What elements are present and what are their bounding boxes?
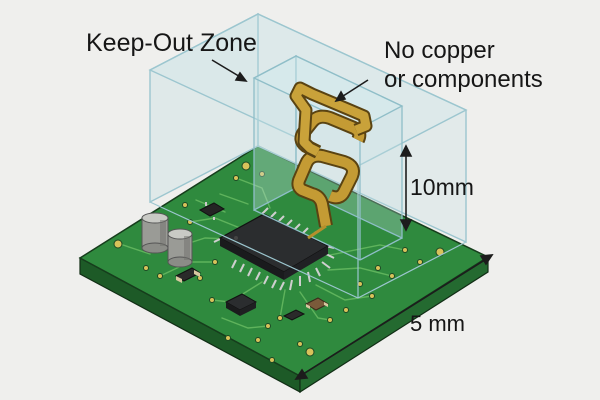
- width-dimension: [294, 254, 494, 380]
- no-copper-label-line1: No copper: [384, 37, 495, 64]
- via: [343, 307, 349, 313]
- height-dimension: [399, 144, 413, 232]
- smd-resistor-icon: [282, 309, 306, 321]
- keepout-arrow: [211, 59, 243, 79]
- height-dimension-label: 10mm: [410, 174, 474, 200]
- via: [212, 259, 218, 265]
- width-dimension-label: 5 mm: [410, 311, 465, 336]
- via: [225, 335, 231, 341]
- small-ic-icon: [224, 293, 258, 316]
- no-copper-label-line2: or components: [384, 66, 543, 93]
- via: [209, 297, 215, 303]
- via: [375, 265, 381, 271]
- electrolytic-capacitor-icon: [167, 228, 193, 268]
- annotation-arrows: [211, 59, 369, 103]
- via: [241, 161, 251, 171]
- pcb-components: [141, 202, 335, 321]
- nocopper-arrow-head: [334, 90, 347, 103]
- via: [417, 259, 423, 265]
- via: [369, 293, 375, 299]
- via: [259, 171, 265, 177]
- via: [327, 317, 333, 323]
- via: [113, 239, 123, 249]
- electrolytic-capacitor-icon: [141, 212, 169, 254]
- via: [233, 175, 239, 181]
- via: [157, 273, 163, 279]
- smd-transistor-icon: [198, 202, 226, 220]
- via: [297, 341, 303, 347]
- via: [269, 357, 275, 363]
- via: [265, 323, 271, 329]
- keep-out-zone-label: Keep-Out Zone: [86, 29, 257, 57]
- no-copper-label: No copper or components: [384, 36, 543, 94]
- smd-resistor-icon: [174, 267, 202, 283]
- via: [277, 315, 283, 321]
- via: [255, 337, 261, 343]
- via: [143, 265, 149, 271]
- smd-capacitor-icon: [304, 297, 330, 311]
- qfp-chip-icon: [213, 207, 335, 291]
- via: [402, 247, 408, 253]
- pcb-vias: [113, 161, 445, 363]
- via: [182, 202, 188, 208]
- via: [435, 247, 445, 257]
- meander-antenna-icon: [289, 81, 373, 240]
- via: [305, 347, 315, 357]
- keepout-arrow-head: [234, 71, 248, 82]
- via: [389, 273, 395, 279]
- nocopper-arrow: [339, 79, 369, 99]
